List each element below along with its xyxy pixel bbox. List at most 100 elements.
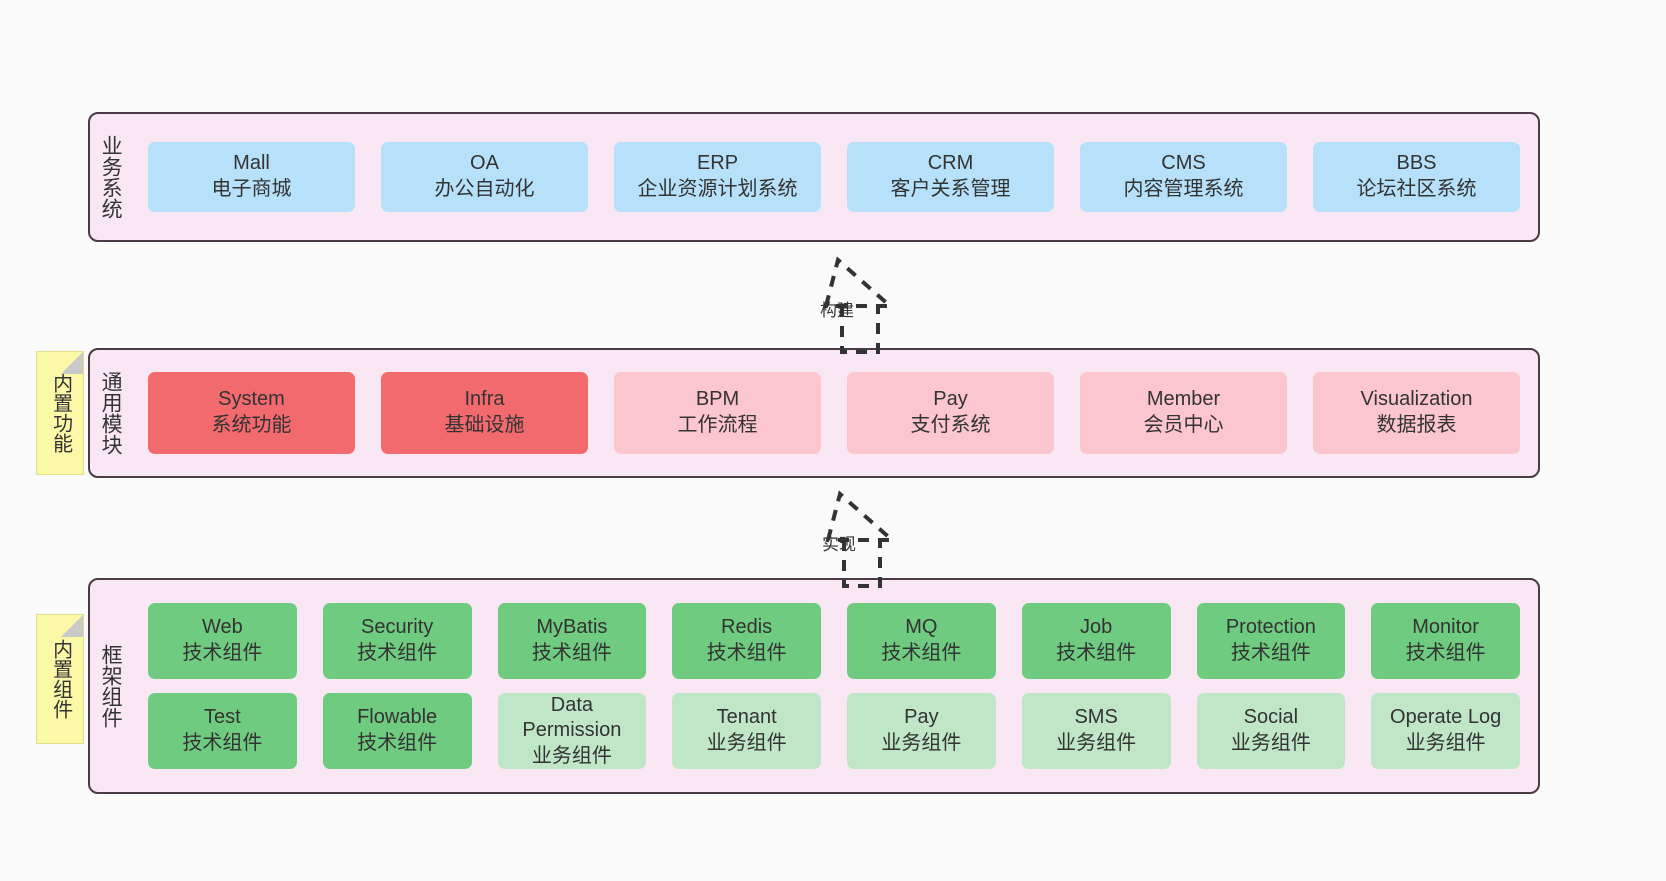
card-subtitle: 会员中心 xyxy=(1143,414,1224,436)
layer-caption-business: 业务系统 xyxy=(99,135,123,219)
card-subtitle: 业务组件 xyxy=(531,744,612,767)
card-mq[interactable]: MQ 技术组件 xyxy=(847,603,996,679)
card-title: ERP xyxy=(696,152,739,175)
card-title: MyBatis xyxy=(536,616,608,639)
card-title: Data Permission xyxy=(522,693,622,742)
card-row: Web 技术组件 Security 技术组件 MyBatis 技术组件 Redi… xyxy=(148,603,1520,679)
card-subtitle: 内容管理系统 xyxy=(1123,178,1244,200)
connector-realize: 实现 xyxy=(760,490,920,588)
card-subtitle: 技术组件 xyxy=(1230,642,1311,664)
card-tenant[interactable]: Tenant 业务组件 xyxy=(672,693,821,769)
card-security[interactable]: Security 技术组件 xyxy=(322,603,472,679)
card-operate-log[interactable]: Operate Log 业务组件 xyxy=(1371,693,1520,769)
card-monitor[interactable]: Monitor 技术组件 xyxy=(1371,603,1520,679)
card-title: Infra xyxy=(464,388,505,411)
card-subtitle: 办公自动化 xyxy=(434,178,535,200)
card-subtitle: 企业资源计划系统 xyxy=(637,178,798,200)
card-mall[interactable]: Mall 电子商城 xyxy=(148,142,355,212)
card-title: Redis xyxy=(721,616,773,639)
card-subtitle: 业务组件 xyxy=(1056,732,1137,754)
card-erp[interactable]: ERP 企业资源计划系统 xyxy=(614,142,821,212)
card-social[interactable]: Social 业务组件 xyxy=(1196,693,1346,769)
card-title: Visualization xyxy=(1360,388,1473,411)
card-title: Flowable xyxy=(357,706,438,729)
card-subtitle: 数据报表 xyxy=(1376,414,1457,436)
card-bpm[interactable]: BPM 工作流程 xyxy=(614,372,821,454)
card-title: OA xyxy=(470,152,499,175)
card-crm[interactable]: CRM 客户关系管理 xyxy=(847,142,1054,212)
card-subtitle: 技术组件 xyxy=(706,642,787,664)
card-title: Job xyxy=(1080,616,1113,639)
card-title: System xyxy=(218,388,285,411)
card-sms[interactable]: SMS 业务组件 xyxy=(1021,693,1171,769)
card-row: Mall 电子商城 OA 办公自动化 ERP 企业资源计划系统 CRM 客户关系… xyxy=(148,142,1520,212)
card-subtitle: 技术组件 xyxy=(357,642,438,664)
card-data-permission[interactable]: Data Permission 业务组件 xyxy=(497,693,647,769)
card-title: Monitor xyxy=(1412,616,1479,639)
sticky-note-builtin-functions: 内置功能 xyxy=(36,351,84,475)
card-subtitle: 技术组件 xyxy=(182,642,263,664)
card-title: Mall xyxy=(233,152,270,175)
card-title: BPM xyxy=(695,388,740,411)
card-title: Security xyxy=(361,616,434,639)
card-member[interactable]: Member 会员中心 xyxy=(1080,372,1287,454)
card-title: Pay xyxy=(933,388,968,411)
connector-build: 构建 xyxy=(758,256,918,354)
card-subtitle: 工作流程 xyxy=(677,414,758,436)
card-pay-module[interactable]: Pay 支付系统 xyxy=(847,372,1054,454)
layer-general-modules: 通用模块 System 系统功能 Infra 基础设施 BPM 工作流程 Pay… xyxy=(88,348,1540,478)
card-row: System 系统功能 Infra 基础设施 BPM 工作流程 Pay 支付系统… xyxy=(148,372,1520,454)
card-job[interactable]: Job 技术组件 xyxy=(1021,603,1171,679)
card-subtitle: 业务组件 xyxy=(1230,732,1311,754)
card-title: Social xyxy=(1243,706,1299,729)
card-subtitle: 客户关系管理 xyxy=(890,178,1011,200)
card-subtitle: 论坛社区系统 xyxy=(1356,178,1477,200)
card-infra[interactable]: Infra 基础设施 xyxy=(381,372,588,454)
card-row: Test 技术组件 Flowable 技术组件 Data Permission … xyxy=(148,693,1520,769)
card-subtitle: 技术组件 xyxy=(1405,642,1486,664)
card-subtitle: 电子商城 xyxy=(211,178,292,200)
layer-body-business: Mall 电子商城 OA 办公自动化 ERP 企业资源计划系统 CRM 客户关系… xyxy=(130,114,1538,240)
card-title: BBS xyxy=(1396,152,1437,175)
layer-caption-modules: 通用模块 xyxy=(99,371,123,455)
card-cms[interactable]: CMS 内容管理系统 xyxy=(1080,142,1287,212)
card-subtitle: 系统功能 xyxy=(211,414,292,436)
card-subtitle: 业务组件 xyxy=(881,732,962,754)
card-subtitle: 技术组件 xyxy=(881,642,962,664)
card-flowable[interactable]: Flowable 技术组件 xyxy=(322,693,472,769)
card-subtitle: 技术组件 xyxy=(1056,642,1137,664)
layer-body-modules: System 系统功能 Infra 基础设施 BPM 工作流程 Pay 支付系统… xyxy=(130,350,1538,476)
connector-label-realize: 实现 xyxy=(822,535,856,554)
card-title: Test xyxy=(204,706,241,729)
connector-label-build: 构建 xyxy=(820,301,854,320)
card-subtitle: 技术组件 xyxy=(182,732,263,754)
card-visualization[interactable]: Visualization 数据报表 xyxy=(1313,372,1520,454)
card-title: CRM xyxy=(927,152,974,175)
layer-body-framework: Web 技术组件 Security 技术组件 MyBatis 技术组件 Redi… xyxy=(130,580,1538,792)
card-test[interactable]: Test 技术组件 xyxy=(148,693,297,769)
card-title: Tenant xyxy=(716,706,777,729)
card-protection[interactable]: Protection 技术组件 xyxy=(1196,603,1346,679)
card-oa[interactable]: OA 办公自动化 xyxy=(381,142,588,212)
card-title: Member xyxy=(1146,388,1221,411)
card-title: SMS xyxy=(1074,706,1118,729)
card-title: Operate Log xyxy=(1390,706,1502,729)
card-web[interactable]: Web 技术组件 xyxy=(148,603,297,679)
card-subtitle: 技术组件 xyxy=(531,642,612,664)
card-redis[interactable]: Redis 技术组件 xyxy=(672,603,821,679)
card-title: CMS xyxy=(1161,152,1206,175)
card-subtitle: 业务组件 xyxy=(1405,732,1486,754)
sticky-note-builtin-components: 内置组件 xyxy=(36,614,84,744)
card-mybatis[interactable]: MyBatis 技术组件 xyxy=(497,603,647,679)
card-subtitle: 支付系统 xyxy=(910,414,991,436)
card-title: MQ xyxy=(905,616,938,639)
layer-framework-components: 框架组件 Web 技术组件 Security 技术组件 MyBatis 技术组件… xyxy=(88,578,1540,794)
card-bbs[interactable]: BBS 论坛社区系统 xyxy=(1313,142,1520,212)
card-pay-component[interactable]: Pay 业务组件 xyxy=(847,693,996,769)
card-title: Protection xyxy=(1225,616,1316,639)
card-system[interactable]: System 系统功能 xyxy=(148,372,355,454)
layer-business-systems: 业务系统 Mall 电子商城 OA 办公自动化 ERP 企业资源计划系统 CRM… xyxy=(88,112,1540,242)
card-subtitle: 技术组件 xyxy=(357,732,438,754)
card-title: Pay xyxy=(904,706,939,729)
